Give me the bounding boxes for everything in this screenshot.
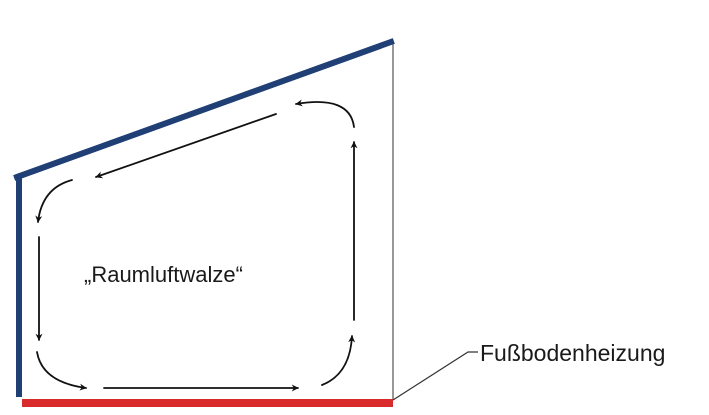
heating-leader-line — [392, 351, 478, 401]
heating-label: Fußbodenheizung — [480, 340, 665, 366]
arrow-corner-bottom-right — [321, 335, 356, 386]
roof-slope — [13, 38, 395, 181]
arrow-corner-top-left — [35, 179, 73, 223]
center-label: „Raumluftwalze“ — [84, 262, 243, 287]
arrow-top — [95, 113, 277, 179]
arrow-corner-top-right — [295, 99, 355, 128]
airflow-arrows — [35, 99, 358, 392]
arrow-corner-bottom-left — [36, 351, 87, 391]
